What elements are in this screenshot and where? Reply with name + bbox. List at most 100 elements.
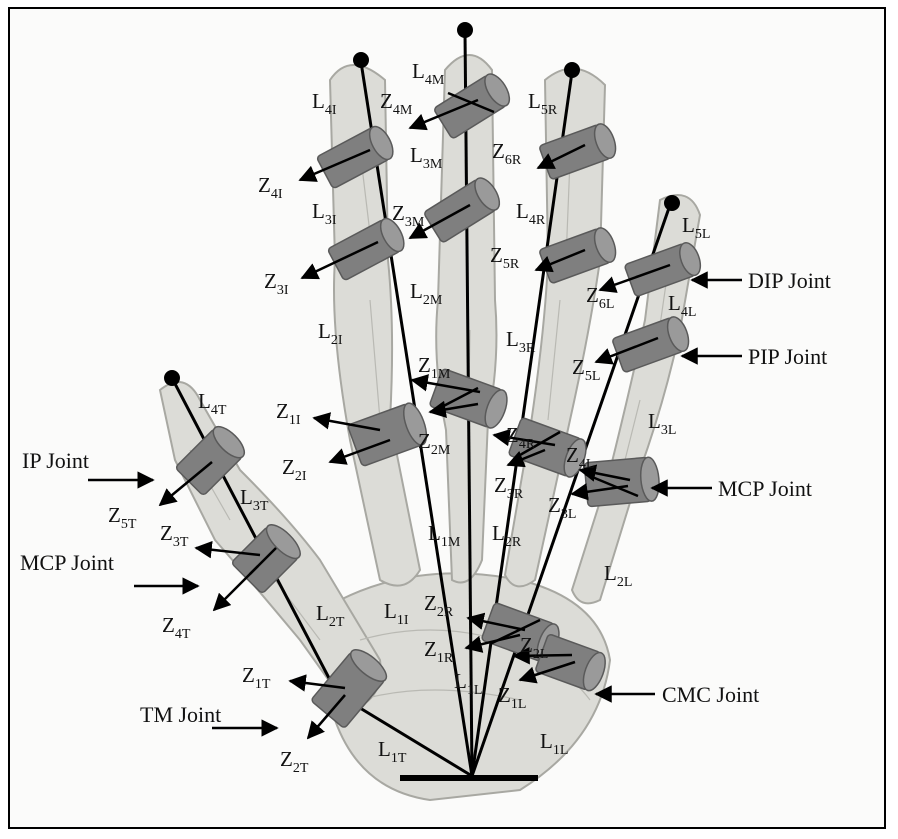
label-l4m: L4M [412, 59, 445, 88]
label-z4r: Z4R [506, 423, 536, 452]
label-l4t: L4T [198, 389, 227, 418]
cylinder-index-mcp [347, 402, 428, 467]
arrow-z1i [312, 412, 381, 432]
cylinder-ring-pip [539, 227, 617, 284]
tm-joint-label: TM Joint [140, 702, 221, 727]
cylinder-little-pip [612, 316, 690, 373]
label-l1l: L1L [540, 729, 568, 758]
label-z3m: Z3M [392, 201, 425, 230]
cylinder-middle-dip [434, 73, 511, 139]
label-z1t: Z1T [242, 663, 271, 692]
label-l1l-inner: L1L [454, 669, 482, 698]
little-tip-dot [664, 195, 680, 211]
label-z6l: Z6L [586, 283, 614, 312]
label-l3m: L3M [410, 143, 443, 172]
cylinder-thumb-tm [311, 649, 388, 728]
label-z4m: Z4M [380, 89, 413, 118]
label-z1r: Z1R [424, 637, 454, 666]
label-l2l: L2L [604, 561, 632, 590]
label-z2i: Z2I [282, 455, 307, 484]
arrow-z2i [328, 438, 391, 465]
label-l2i: L2I [318, 319, 343, 348]
label-z1i: Z1I [276, 399, 301, 428]
mcp-joint-label-left: MCP Joint [20, 550, 114, 575]
label-z3i: Z3I [264, 269, 289, 298]
joint-cross-lines [249, 91, 639, 646]
arrow-z5t [158, 461, 213, 507]
fingertip-dots [164, 22, 680, 386]
cylinder-little-cmc [535, 634, 606, 692]
index-finger-bone [328, 64, 422, 587]
label-l3t: L3T [240, 485, 269, 514]
label-z4t: Z4T [162, 613, 191, 642]
arrow-z2t [306, 694, 346, 740]
arrow-z2m [428, 400, 479, 419]
label-l1m: L1M [428, 521, 461, 550]
arrow-z4m [408, 98, 479, 131]
arrow-z3i [300, 240, 379, 280]
index-tip-dot [353, 52, 369, 68]
label-l4r: L4R [516, 199, 546, 228]
label-z1m: Z1M [418, 353, 451, 382]
label-l5l: L5L [682, 213, 710, 242]
label-z4i: Z4I [258, 173, 283, 202]
label-z3l: Z3L [548, 493, 576, 522]
label-z2l: Z2L [520, 633, 548, 662]
z-axis-arrows [88, 98, 742, 740]
label-l1i: L1I [384, 599, 409, 628]
label-z2t: Z2T [280, 747, 309, 776]
label-l3i: L3I [312, 199, 337, 228]
arrow-z1m [410, 374, 481, 394]
label-z5t: Z5T [108, 503, 137, 532]
pip-joint-label: PIP Joint [748, 344, 827, 369]
label-z5l: Z5L [572, 355, 600, 384]
label-z1l: Z1L [498, 683, 526, 712]
ip-joint-label: IP Joint [22, 448, 89, 473]
label-z5r: Z5R [490, 243, 520, 272]
ring-tip-dot [564, 62, 580, 78]
label-z2r: Z2R [424, 591, 454, 620]
label-l2m: L2M [410, 279, 443, 308]
thumb-tip-dot [164, 370, 180, 386]
dip-joint-label: DIP Joint [748, 268, 831, 293]
arrow-z1l [518, 660, 576, 684]
cmc-joint-label: CMC Joint [662, 682, 759, 707]
arrow-z4r [492, 428, 556, 447]
arrow-z2r [466, 612, 526, 632]
arrow-z1t [288, 674, 346, 692]
label-l2t: L2T [316, 601, 345, 630]
label-z6r: Z6R [492, 139, 522, 168]
label-l3r: L3R [506, 327, 536, 356]
cylinder-ring-dip [539, 123, 617, 180]
label-z2m: Z2M [418, 429, 451, 458]
thumb-link-line-proximal [359, 706, 473, 778]
label-l5r: L5R [528, 89, 558, 118]
label-l4i: L4I [312, 89, 337, 118]
label-l4l: L4L [668, 291, 696, 320]
arrow-z3m [408, 203, 471, 240]
label-l3l: L3L [648, 409, 676, 438]
label-l1t: L1T [378, 737, 407, 766]
arrow-z3r [506, 448, 546, 468]
label-z3t: Z3T [160, 521, 189, 550]
arrow-z5r [534, 248, 586, 273]
mcp-joint-label-right: MCP Joint [718, 476, 812, 501]
thumb-link-line-distal [170, 377, 332, 681]
arrow-z6r [536, 143, 586, 170]
arrow-z5l [594, 336, 659, 365]
arrow-z3t [194, 541, 261, 559]
arrow-z2l [512, 646, 573, 665]
label-z4l: Z4L [566, 443, 594, 472]
label-l2r: L2R [492, 521, 522, 550]
arrow-z4l [578, 464, 631, 482]
cylinder-little-dip [624, 242, 702, 297]
middle-tip-dot [457, 22, 473, 38]
label-z3r: Z3R [494, 473, 524, 502]
cylinder-little-mcp [583, 456, 660, 508]
cylinder-middle-mcp [429, 368, 508, 429]
arrow-z4i [298, 148, 371, 182]
arrow-z6l [598, 263, 671, 293]
